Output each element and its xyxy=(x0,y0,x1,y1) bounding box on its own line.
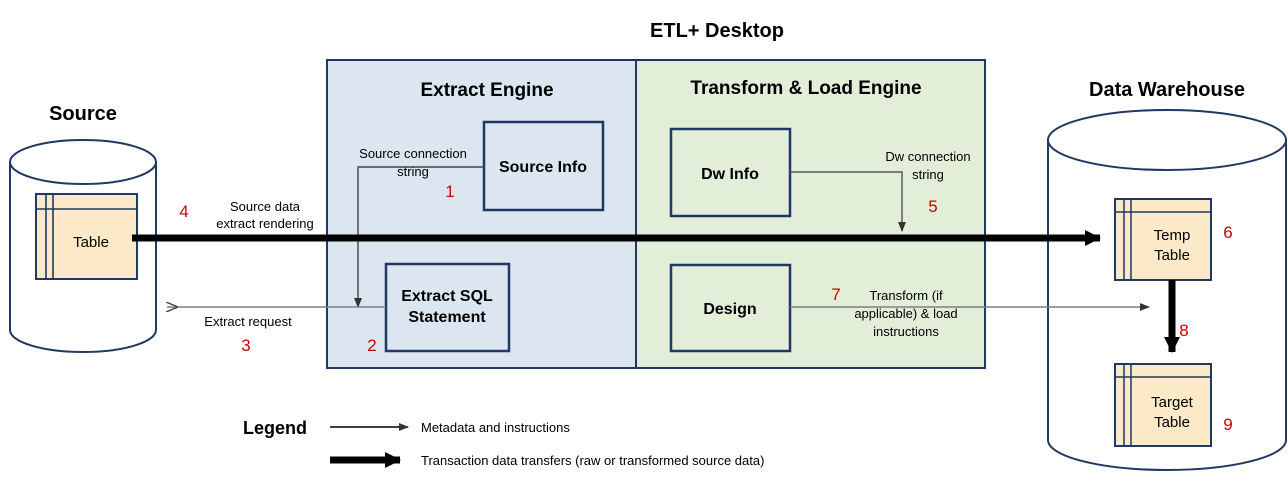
source-connection-label-2: string xyxy=(397,164,429,179)
transform-label-1: Transform (if xyxy=(869,288,943,303)
step-number-9: 9 xyxy=(1223,415,1232,434)
source-table-icon xyxy=(35,193,138,280)
temp-table-label-2: Table xyxy=(1154,247,1190,264)
temp-table-icon xyxy=(1114,198,1212,281)
source-data-label-2: extract rendering xyxy=(216,216,314,231)
step-number-8: 8 xyxy=(1179,321,1188,340)
legend-item-0-label: Metadata and instructions xyxy=(421,420,570,435)
source-table-label: Table xyxy=(73,234,109,251)
step-number-6: 6 xyxy=(1223,223,1232,242)
source-info-box xyxy=(482,120,605,212)
legend-title: Legend xyxy=(243,418,307,438)
extract-sql-label-1: Extract SQL xyxy=(401,288,493,305)
transform-label-3: instructions xyxy=(873,324,939,339)
flow-dw-connection-string xyxy=(790,171,906,232)
extract-engine-title: Extract Engine xyxy=(420,80,553,101)
target-table-label-1: Target xyxy=(1151,394,1194,411)
extract-request-label: Extract request xyxy=(204,314,292,329)
temp-table-label-1: Temp xyxy=(1154,227,1191,244)
step-number-3: 3 xyxy=(241,336,250,355)
dw-info-box xyxy=(669,127,792,218)
step-number-5: 5 xyxy=(928,197,937,216)
step-number-7: 7 xyxy=(831,285,840,304)
source-title: Source xyxy=(49,103,117,125)
step-number-2: 2 xyxy=(367,336,376,355)
warehouse-cylinder xyxy=(1047,109,1287,471)
source-info-label: Source Info xyxy=(499,159,587,176)
target-table-label-2: Table xyxy=(1154,414,1190,431)
transform-label-2: applicable) & load xyxy=(854,306,957,321)
warehouse-title: Data Warehouse xyxy=(1089,79,1245,101)
page-title: ETL+ Desktop xyxy=(650,20,784,42)
extract-sql-box xyxy=(384,262,511,353)
extract-sql-label-2: Statement xyxy=(408,309,486,326)
target-table-icon xyxy=(1114,363,1212,447)
step-number-4: 4 xyxy=(179,202,188,221)
source-data-label-1: Source data xyxy=(230,199,301,214)
source-connection-label-1: Source connection xyxy=(359,146,467,161)
legend-item-1-label: Transaction data transfers (raw or trans… xyxy=(421,453,764,468)
design-label: Design xyxy=(703,301,756,318)
dw-connection-label-1: Dw connection xyxy=(885,149,970,164)
flow-source-connection-string xyxy=(354,166,484,308)
transform-engine-title: Transform & Load Engine xyxy=(690,78,921,99)
dw-connection-label-2: string xyxy=(912,167,944,182)
dw-info-label: Dw Info xyxy=(701,166,759,183)
step-number-1: 1 xyxy=(445,182,454,201)
design-box xyxy=(669,263,792,353)
